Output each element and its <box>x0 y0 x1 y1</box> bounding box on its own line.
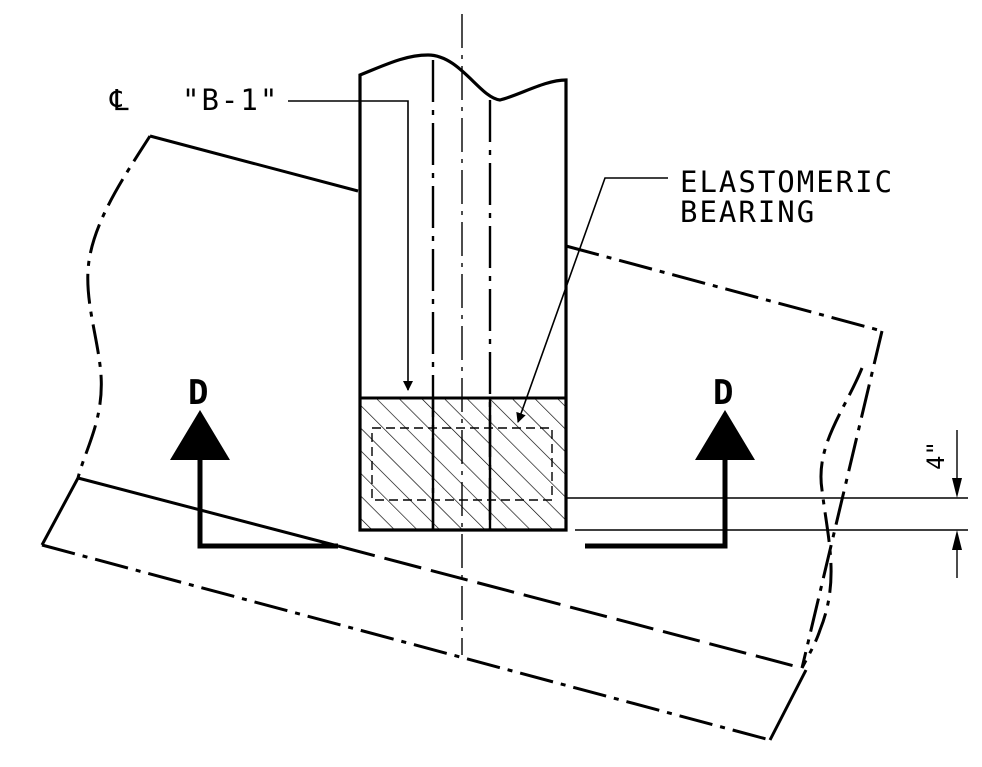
section-right-arrow-icon <box>695 410 755 460</box>
girder-web-lines <box>431 60 492 530</box>
callout-line-2: BEARING <box>680 195 816 229</box>
section-left-letter: D <box>188 373 208 413</box>
callout-line-1: ELASTOMERIC <box>680 165 894 199</box>
dimension-label: 4" <box>922 441 950 470</box>
elastomeric-bearing-hatch <box>360 398 566 530</box>
girder-outline <box>358 53 568 532</box>
section-marker-right: D <box>585 373 755 549</box>
callout-leader <box>516 177 668 423</box>
bearing-mark-label: "B-1" <box>182 83 279 117</box>
dimension-arrow-up-icon <box>952 530 962 550</box>
lower-beam <box>40 367 864 742</box>
section-left-arrow-icon <box>170 410 230 460</box>
dimension-arrow-down-icon <box>952 478 962 498</box>
section-right-letter: D <box>713 373 733 413</box>
bearing-inner-outline <box>371 427 553 501</box>
section-marker-left: D <box>170 373 338 549</box>
dimension-4in <box>566 430 968 578</box>
plate-label: ℄ <box>109 83 131 117</box>
bearing-mark-leader <box>288 100 413 391</box>
upper-beam <box>76 134 884 669</box>
